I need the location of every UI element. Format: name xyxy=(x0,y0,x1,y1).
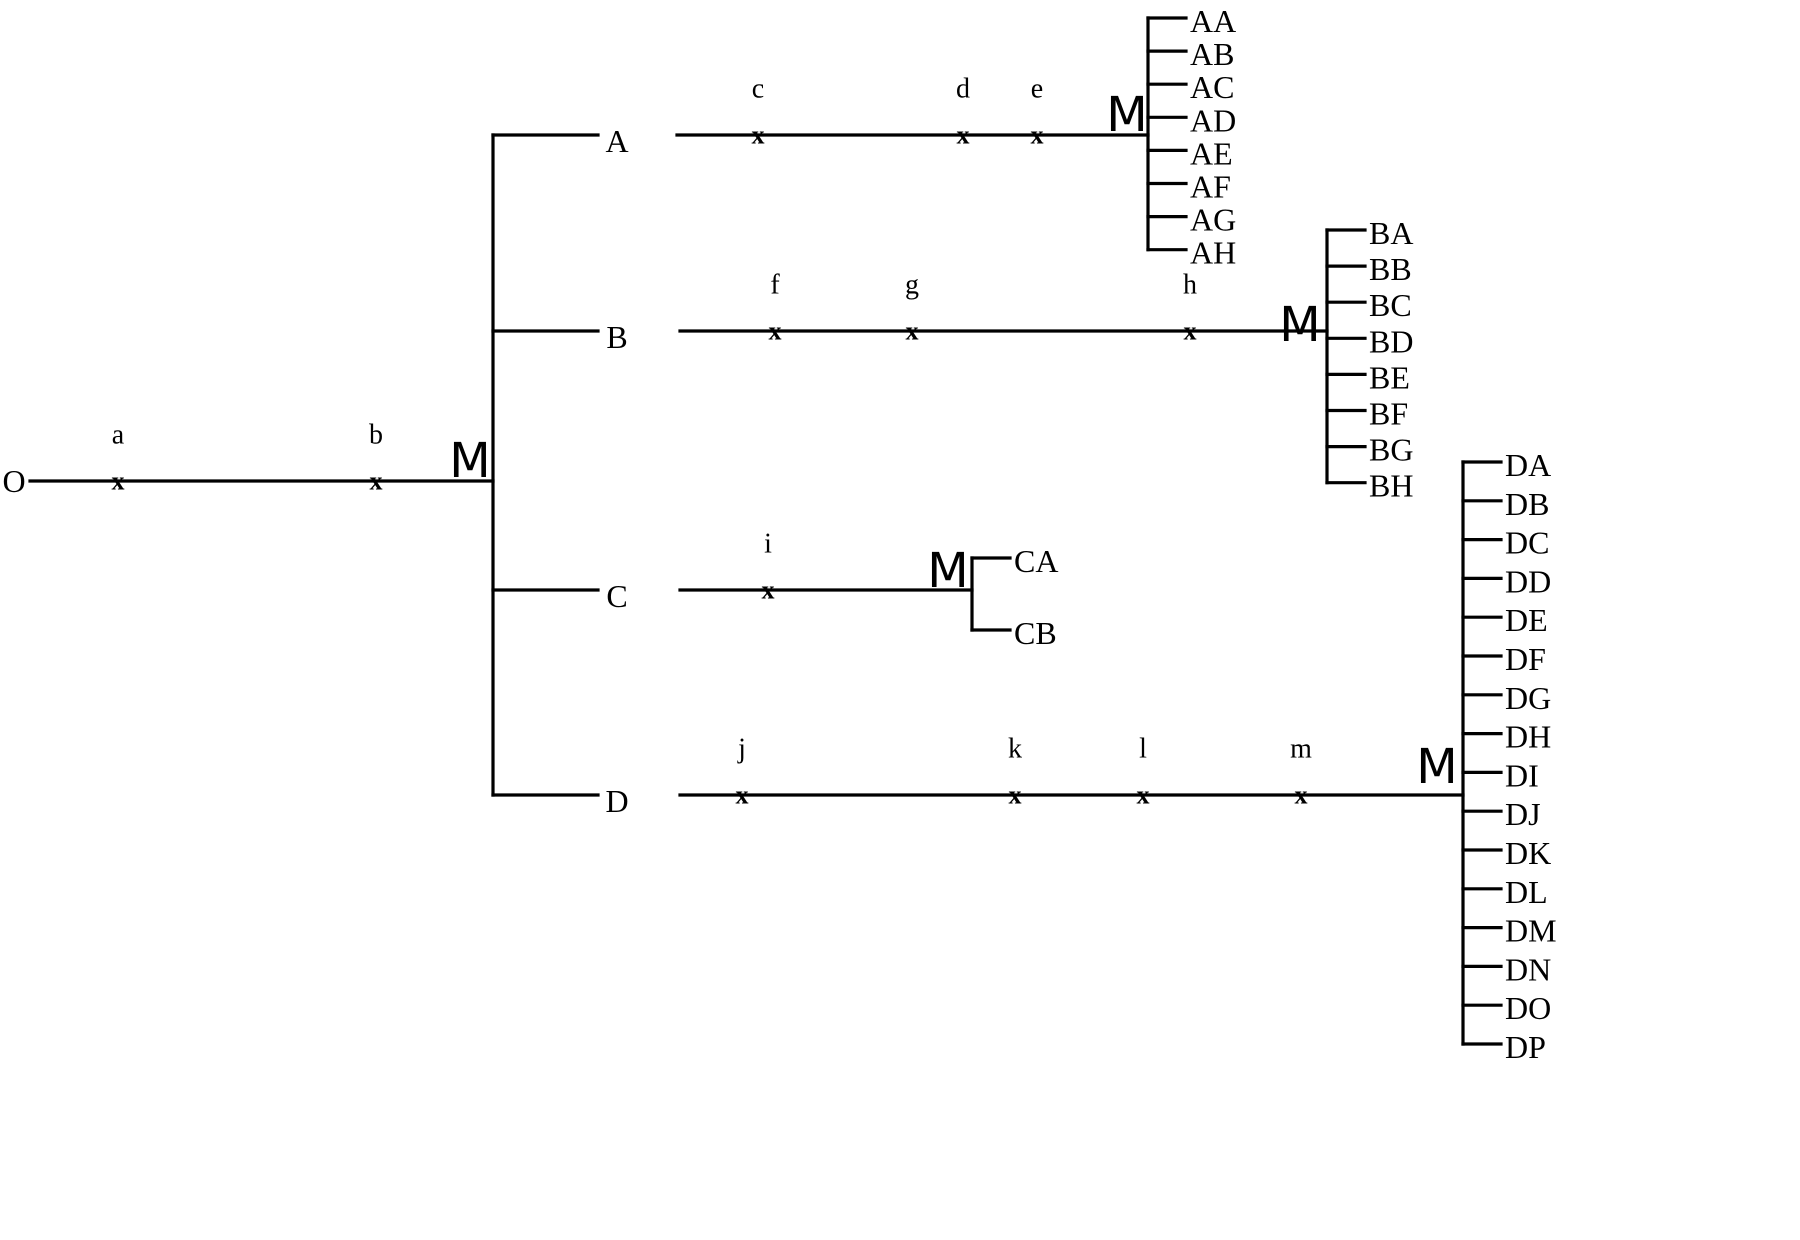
branch-d-marker-j-cross: x xyxy=(736,781,749,810)
branch-b-leaf-bb: BB xyxy=(1369,251,1412,287)
branch-d-leaf-df: DF xyxy=(1505,641,1546,677)
branch-b-leaf-ba: BA xyxy=(1369,215,1413,251)
branch-d-marker-k-label: k xyxy=(1008,734,1022,765)
branch-d-marker-l-label: l xyxy=(1139,734,1147,765)
branch-d-leaf-di: DI xyxy=(1505,757,1539,793)
branch-d-leaf-dc: DC xyxy=(1505,525,1549,561)
branch-b-marker-g-label: g xyxy=(905,270,919,301)
branch-a-marker-d-label: d xyxy=(956,74,970,105)
branch-b-marker-h-label: h xyxy=(1183,270,1197,301)
branch-c-leaf-cb: CB xyxy=(1014,615,1057,651)
branch-d-junction-label: M xyxy=(1416,739,1457,795)
branch-a-marker-c-label: c xyxy=(752,74,764,105)
branch-c-junction-label: M xyxy=(927,543,968,599)
branch-d-leaf-dl: DL xyxy=(1505,874,1548,910)
branch-a-marker-e-cross: x xyxy=(1031,121,1044,150)
branch-b-marker-f-label: f xyxy=(770,270,780,301)
branch-a-leaf-ac: AC xyxy=(1190,69,1234,105)
branch-d-leaf-de: DE xyxy=(1505,602,1548,638)
branch-b-leaf-bd: BD xyxy=(1369,323,1413,359)
branch-d-leaf-dm: DM xyxy=(1505,913,1557,949)
root-junction-label: M xyxy=(449,433,490,489)
branch-a-leaf-ae: AE xyxy=(1190,135,1233,171)
branch-d-label: D xyxy=(605,783,628,819)
branch-b-leaf-bg: BG xyxy=(1369,432,1413,468)
branch-d-leaf-dh: DH xyxy=(1505,719,1551,755)
branch-d-leaf-do: DO xyxy=(1505,990,1551,1026)
branch-d-leaf-dp: DP xyxy=(1505,1029,1546,1065)
branch-a-leaf-ab: AB xyxy=(1190,36,1234,72)
branch-d-marker-m-cross: x xyxy=(1295,781,1308,810)
branch-b-leaf-bf: BF xyxy=(1369,396,1408,432)
root-marker-a-label: a xyxy=(112,420,125,451)
branch-a-leaf-ah: AH xyxy=(1190,235,1236,271)
branch-b-junction-label: M xyxy=(1279,297,1320,353)
branch-b-leaf-be: BE xyxy=(1369,359,1410,395)
branch-d-leaf-db: DB xyxy=(1505,486,1549,522)
branch-d-marker-m-label: m xyxy=(1290,734,1312,765)
branch-b-leaf-bh: BH xyxy=(1369,468,1413,504)
branch-d-marker-k-cross: x xyxy=(1009,781,1022,810)
root-marker-b-label: b xyxy=(369,420,383,451)
branch-d-marker-j-label: j xyxy=(737,734,746,765)
branch-b-marker-f-cross: x xyxy=(769,317,782,346)
branch-d-leaf-dj: DJ xyxy=(1505,796,1541,832)
root-marker-b-cross: x xyxy=(370,467,383,496)
branch-d-marker-l-cross: x xyxy=(1137,781,1150,810)
branch-b-label: B xyxy=(606,319,627,355)
branch-b-marker-h-cross: x xyxy=(1184,317,1197,346)
branch-a-junction-label: M xyxy=(1106,87,1147,143)
branch-d-leaf-dn: DN xyxy=(1505,951,1551,987)
branch-a-leaf-af: AF xyxy=(1190,169,1231,205)
root-marker-a-cross: x xyxy=(112,467,125,496)
origin-label: O xyxy=(2,463,25,499)
branch-d-leaf-dk: DK xyxy=(1505,835,1551,871)
branch-b-leaf-bc: BC xyxy=(1369,287,1412,323)
branch-b-marker-g-cross: x xyxy=(906,317,919,346)
branch-a-leaf-ag: AG xyxy=(1190,202,1236,238)
branch-c-leaf-ca: CA xyxy=(1014,543,1058,579)
branch-a-leaf-aa: AA xyxy=(1190,3,1236,39)
branch-c-marker-i-label: i xyxy=(764,529,772,560)
branch-c-marker-i-cross: x xyxy=(762,576,775,605)
branch-a-leaf-ad: AD xyxy=(1190,102,1236,138)
branch-a-marker-d-cross: x xyxy=(957,121,970,150)
branch-d-leaf-dg: DG xyxy=(1505,680,1551,716)
branch-c-label: C xyxy=(606,578,627,614)
branch-a-marker-c-cross: x xyxy=(752,121,765,150)
branch-a-marker-e-label: e xyxy=(1031,74,1043,105)
branch-a-label: A xyxy=(605,123,628,159)
branch-d-leaf-da: DA xyxy=(1505,447,1551,483)
branch-d-leaf-dd: DD xyxy=(1505,563,1551,599)
